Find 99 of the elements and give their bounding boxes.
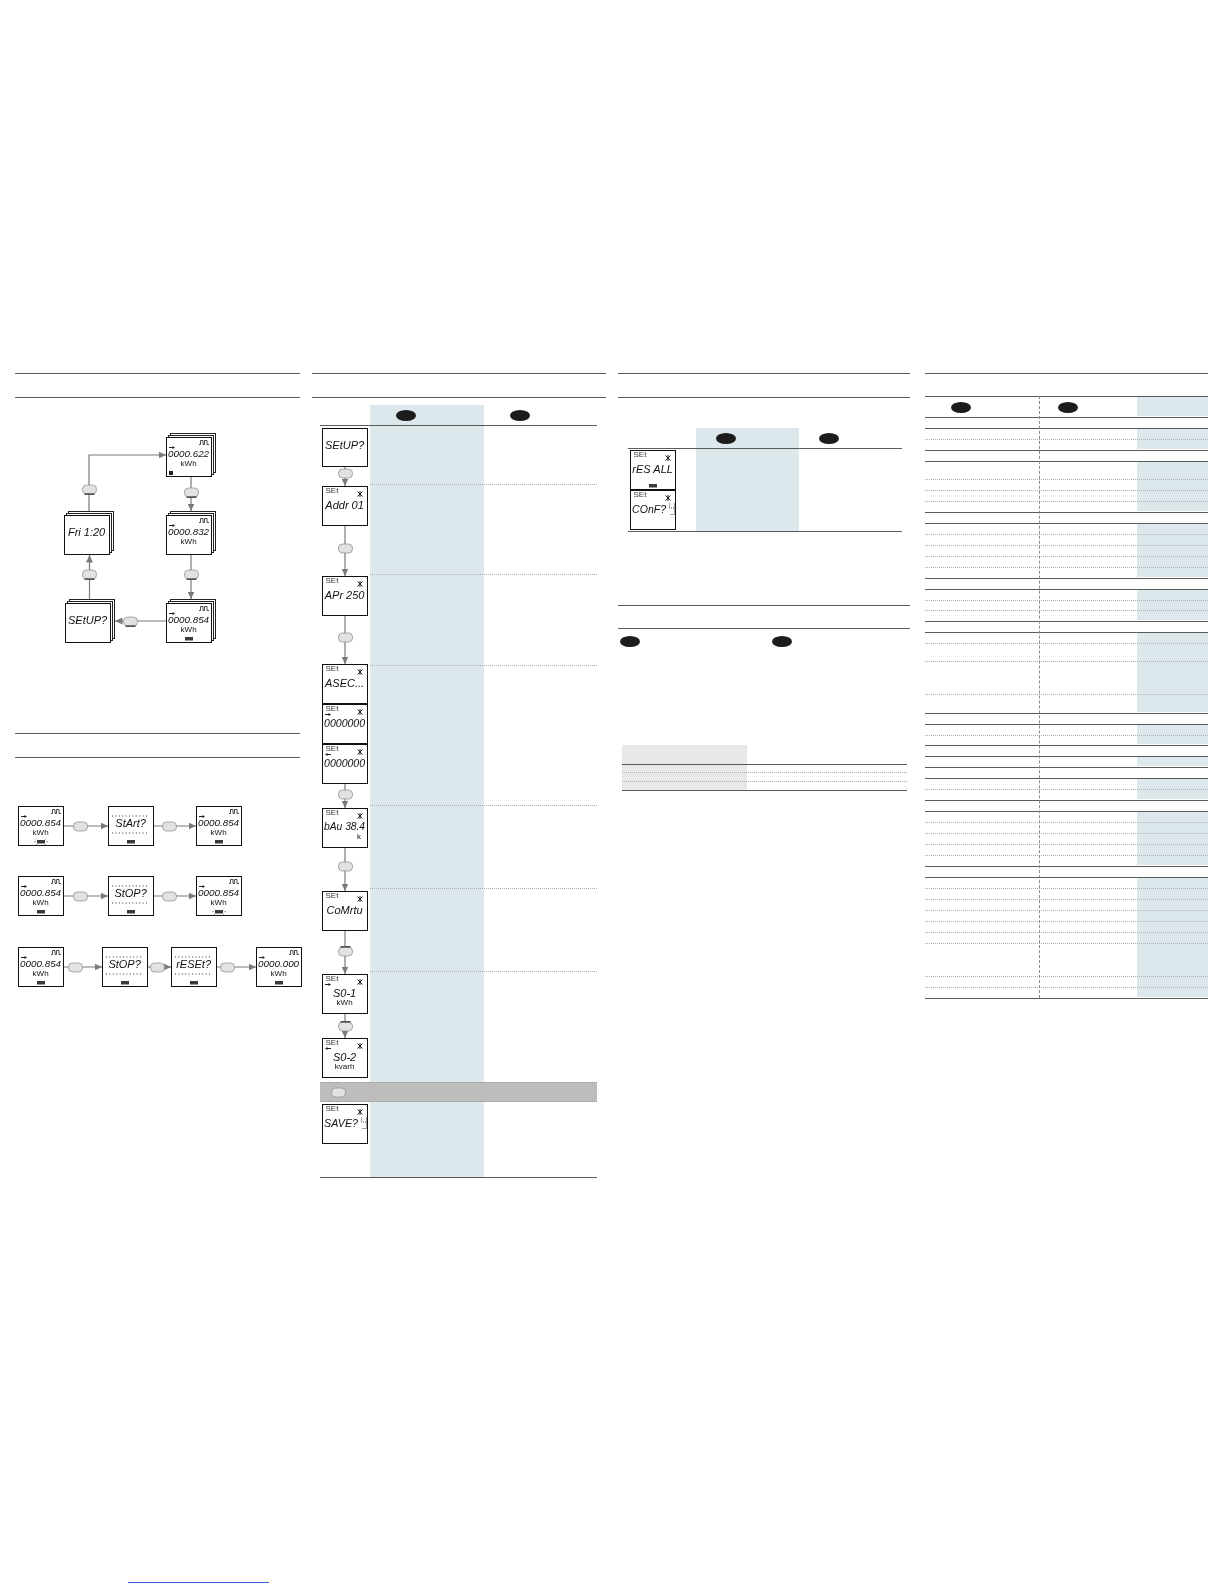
arrow bbox=[63, 963, 103, 971]
arrow bbox=[63, 822, 109, 830]
mode-label: SEt bbox=[325, 1039, 339, 1047]
lcd-reading: 0000.854 bbox=[168, 614, 210, 625]
lcd-display bbox=[256, 947, 302, 987]
arrow bbox=[86, 554, 93, 600]
arrow bbox=[341, 615, 349, 665]
unit-label: kWh bbox=[180, 538, 197, 546]
lcd-reading: StArt? bbox=[115, 817, 146, 829]
lcd-display bbox=[322, 704, 368, 744]
lcd-reading: Addr 01 bbox=[325, 499, 364, 511]
lcd-display bbox=[102, 947, 148, 987]
lcd-reading: rESEt? bbox=[176, 958, 211, 970]
arrow bbox=[153, 892, 197, 900]
unit-label: kWh bbox=[336, 999, 353, 1007]
arrow bbox=[114, 617, 167, 625]
unit-label: k bbox=[357, 833, 361, 841]
mode-label: SEt bbox=[325, 745, 339, 753]
lcd-display bbox=[322, 808, 368, 848]
lcd-reading: rES ALL bbox=[632, 463, 673, 475]
lcd-reading: 0000.622 bbox=[168, 448, 210, 459]
lcd-reading: 0000000 bbox=[324, 757, 366, 769]
lcd-reading: 0000.832 bbox=[168, 526, 210, 537]
lcd-display bbox=[322, 428, 368, 467]
mode-label: SEt bbox=[325, 892, 339, 900]
unit-label: kWh bbox=[32, 970, 49, 978]
lcd-display bbox=[322, 744, 368, 784]
lcd-reading: StOP? bbox=[114, 887, 147, 899]
lcd-display bbox=[65, 599, 115, 643]
arrow bbox=[341, 847, 349, 892]
mode-label: SEt bbox=[633, 491, 647, 499]
arrow bbox=[153, 822, 197, 830]
arrow bbox=[341, 930, 349, 975]
unit-label: kWh bbox=[270, 970, 287, 978]
lcd-display bbox=[322, 1038, 368, 1078]
lcd-reading: bAu 38.4 bbox=[324, 821, 366, 832]
lcd-reading: Fri 1:20 bbox=[67, 526, 106, 538]
arrow bbox=[147, 963, 172, 971]
arrow bbox=[341, 783, 349, 809]
unit-label: kvarh bbox=[334, 1063, 355, 1071]
lcd-display bbox=[322, 891, 368, 931]
lcd-display bbox=[166, 599, 216, 643]
mode-label: SEt bbox=[325, 665, 339, 673]
lcd-display bbox=[171, 947, 217, 987]
mode-label: SEt bbox=[325, 809, 339, 817]
lcd-display bbox=[322, 1104, 368, 1144]
unit-label: kWh bbox=[180, 626, 197, 634]
lcd-reading: 0000.854 bbox=[198, 887, 240, 898]
lcd-display bbox=[18, 947, 64, 987]
lcd-display bbox=[322, 486, 368, 526]
mode-label: SEt bbox=[325, 1105, 339, 1113]
unit-label: kWh bbox=[32, 899, 49, 907]
lcd-reading: 0000.854 bbox=[198, 817, 240, 828]
unit-label: kWh bbox=[210, 899, 227, 907]
unit-label: kWh bbox=[180, 460, 197, 468]
lcd-display bbox=[64, 511, 114, 555]
lcd-display bbox=[18, 806, 64, 846]
lcd-reading: COnF? bbox=[632, 503, 667, 515]
arrow bbox=[341, 525, 349, 577]
lcd-reading: 0000.854 bbox=[20, 958, 62, 969]
lcd-reading: SEtUP? bbox=[68, 614, 108, 626]
lcd-reading: SAVE? bbox=[324, 1117, 359, 1129]
lcd-display bbox=[166, 433, 216, 477]
arrow bbox=[88, 451, 167, 512]
lcd-display bbox=[322, 974, 368, 1014]
mode-label: SEt bbox=[325, 975, 339, 983]
lcd-reading: 0000.000 bbox=[258, 958, 300, 969]
arrow bbox=[341, 1013, 349, 1039]
lcd-display bbox=[166, 511, 216, 555]
lcd-reading: 0000.854 bbox=[20, 817, 62, 828]
lcd-reading: SEtUP? bbox=[325, 439, 365, 451]
unit-label: kWh bbox=[210, 829, 227, 837]
lcd-reading: CoMrtu bbox=[326, 904, 363, 916]
lcd-display bbox=[196, 806, 242, 846]
lcd-display bbox=[630, 450, 676, 490]
arrow bbox=[216, 963, 257, 971]
arrow bbox=[341, 466, 349, 487]
mode-label: SEt bbox=[633, 451, 647, 459]
lcd-reading: ASEC... bbox=[325, 677, 365, 689]
mode-label: SEt bbox=[325, 705, 339, 713]
lcd-reading: 0000000 bbox=[324, 717, 366, 729]
lcd-display bbox=[322, 664, 368, 704]
mode-label: SEt bbox=[325, 487, 339, 495]
lcd-reading: StOP? bbox=[108, 958, 141, 970]
lcd-display bbox=[108, 806, 154, 846]
lcd-reading: S0-1 bbox=[332, 987, 357, 999]
lcd-display bbox=[108, 876, 154, 916]
arrow bbox=[63, 892, 109, 900]
lcd-display bbox=[196, 876, 242, 916]
lcd-reading: S0-2 bbox=[332, 1051, 357, 1063]
arrow bbox=[187, 554, 195, 600]
lcd-display bbox=[630, 490, 676, 530]
lcd-reading: 0000.854 bbox=[20, 887, 62, 898]
lcd-reading: APr 250 bbox=[324, 589, 365, 601]
mode-label: SEt bbox=[325, 577, 339, 585]
lcd-display bbox=[322, 576, 368, 616]
lcd-display bbox=[18, 876, 64, 916]
unit-label: kWh bbox=[32, 829, 49, 837]
arrow bbox=[187, 476, 195, 512]
